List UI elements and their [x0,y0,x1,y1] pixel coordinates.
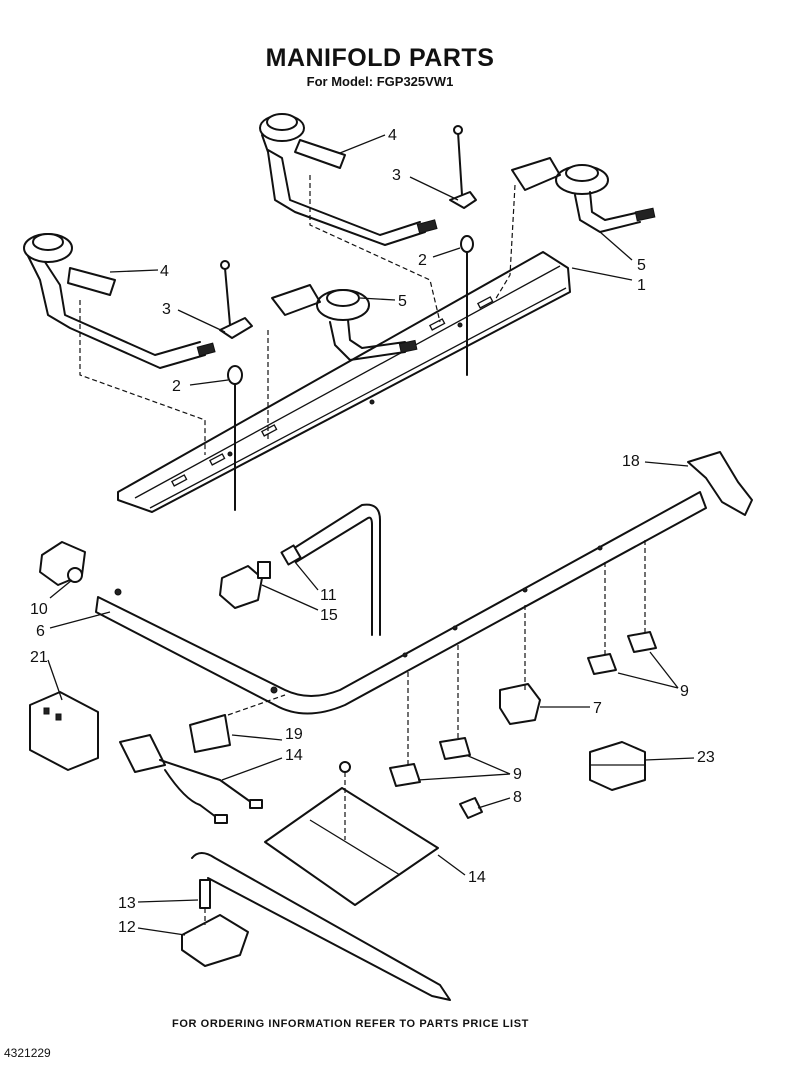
callout-18: 14 [285,747,303,764]
callout-numbers: 4 3 2 5 1 4 3 5 2 18 10 6 11 15 21 9 7 1… [30,127,715,936]
callout-22: 19 [285,726,303,743]
page-title: MANIFOLD PARTS [265,44,495,72]
burner-clip-lower [219,260,253,339]
burner-left [23,233,216,369]
callout-4: 4 [388,127,397,144]
burner-top-right [511,157,656,233]
callout-1: 1 [637,277,646,294]
callout-9: 9 [680,683,689,700]
callout-23: 23 [697,749,715,766]
burner-middle [271,284,418,361]
manifold-pipe [95,491,707,715]
callout-2: 2 [418,252,427,269]
callout-2: 2 [172,378,181,395]
callout-11: 11 [320,587,337,604]
callout-4: 4 [160,263,169,280]
callout-3: 3 [392,167,401,184]
callout-21: 18 [622,453,640,470]
bake-burner-assembly [181,852,451,1001]
burner-valves [389,631,657,819]
callout-19: 21 [30,649,48,666]
ignitor-upper [460,235,474,376]
heat-shield [264,761,439,906]
callout-12: 12 [118,919,136,936]
callout-5: 5 [637,257,646,274]
junction-box [589,741,646,791]
burner-top-center [259,113,438,246]
callout-3: 3 [162,301,171,318]
ordering-note: FOR ORDERING INFORMATION REFER TO PARTS … [172,1018,529,1030]
shutoff-valve [219,561,271,609]
callout-8: 8 [513,789,522,806]
callout-7: 7 [593,700,602,717]
spark-module [29,691,99,771]
callout-14: 14 [468,869,486,886]
callout-9: 9 [513,766,522,783]
callout-6: 6 [36,623,45,640]
ignitor-lower [227,365,243,511]
callout-5: 5 [398,293,407,310]
pressure-regulator [39,541,86,586]
burner-clip-upper [449,125,477,209]
model-subtitle: For Model: FGP325VW1 [306,74,454,89]
leader-lines [47,134,695,936]
callout-15: 15 [320,607,338,624]
mounting-bracket-22 [189,714,231,753]
document-number: 4321229 [4,1046,51,1060]
callout-10: 10 [30,601,48,618]
wire-harness [119,734,263,824]
callout-13: 13 [118,895,136,912]
mounting-bracket-21 [687,451,753,516]
gas-tube [287,503,381,636]
burner-bracket [117,251,571,513]
